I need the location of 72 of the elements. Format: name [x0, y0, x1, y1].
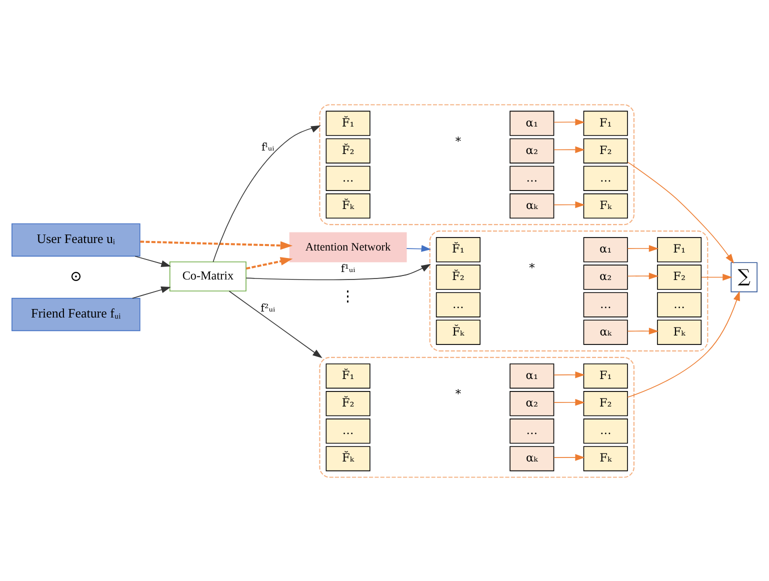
node-box: …: [436, 292, 480, 317]
arrow: [627, 327, 659, 334]
arrow: [140, 240, 293, 250]
node-box: …: [510, 418, 554, 444]
arrow: [246, 263, 431, 280]
node-box: Fₖ: [583, 446, 628, 471]
node-box: …: [583, 292, 628, 317]
node-box: …: [326, 418, 370, 444]
node-box: …: [510, 165, 554, 190]
node-box: F̆ₖ: [326, 446, 370, 471]
arrow: [246, 256, 293, 270]
node-box: F₂: [583, 138, 628, 163]
node-box: α₁: [583, 236, 628, 262]
arrow: [627, 244, 659, 252]
node-box: F₁: [657, 236, 702, 262]
node-box: F̆₁: [436, 236, 480, 262]
edge-label: fˡᵤᵢ: [261, 140, 274, 153]
node-box: α₂: [583, 264, 628, 290]
node-box: …: [583, 165, 628, 190]
node-box: α₁: [510, 110, 554, 136]
arrow: [132, 286, 171, 298]
label: *: [455, 386, 462, 400]
arrow: [627, 272, 659, 279]
node-box: αₖ: [510, 446, 554, 471]
arrow: [627, 290, 740, 398]
edge-label: f²ᵤᵢ: [260, 302, 276, 314]
arrow: [406, 244, 432, 252]
arrow: [134, 255, 171, 266]
node-box: F₂: [583, 390, 628, 416]
arrow: [554, 146, 585, 153]
arrow: [554, 370, 585, 378]
node-box: Friend Feature fᵤᵢ: [12, 297, 140, 331]
arrow: [701, 273, 732, 280]
node-box: …: [326, 165, 370, 190]
node-box: F̆₂: [326, 390, 370, 416]
cluster: [429, 230, 708, 351]
arrow: [554, 454, 585, 460]
node-box: α₁: [510, 363, 554, 388]
label: *: [529, 260, 535, 274]
node-box: User Feature uᵢ: [12, 222, 140, 256]
node-box: F̆₁: [326, 110, 370, 136]
arrow: [212, 124, 321, 262]
node-box: αₖ: [583, 319, 628, 344]
arrow: [554, 200, 585, 208]
node-box: F̆₁: [326, 363, 370, 388]
node-box: F̆₂: [436, 264, 480, 290]
node-box: …: [657, 292, 702, 317]
node-box: αₖ: [510, 192, 554, 218]
node-box: F₂: [657, 264, 702, 290]
node-box: F̆ₖ: [436, 319, 480, 344]
arrow: [627, 161, 734, 264]
node-box: F₁: [583, 363, 628, 388]
node-box: α₂: [510, 390, 554, 416]
label: *: [455, 133, 462, 148]
node-box: Fₖ: [657, 319, 702, 344]
arrow: [554, 118, 585, 126]
node-box: Co-Matrix: [169, 260, 246, 291]
cluster: [319, 356, 634, 478]
node-box: F₁: [583, 110, 628, 136]
node-box: α₂: [510, 138, 554, 163]
node-box: …: [583, 418, 628, 444]
label: ⋮: [340, 288, 356, 305]
arrow: [228, 290, 322, 358]
label: ⊙: [70, 267, 82, 284]
cluster: [319, 104, 634, 225]
node-box: Fₖ: [583, 192, 628, 218]
node-box: Attention Network: [289, 232, 407, 262]
node-box: F̆₂: [326, 138, 370, 163]
node-box: ∑: [730, 262, 758, 292]
edge-label: f¹ᵤᵢ: [340, 262, 356, 274]
arrow: [554, 398, 585, 406]
node-box: F̆ₖ: [326, 192, 370, 218]
